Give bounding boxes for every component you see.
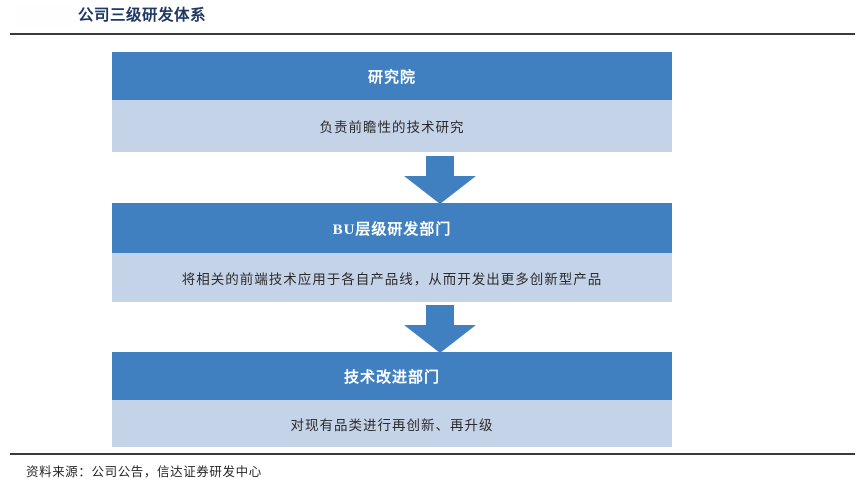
flow-level-1-description: 负责前瞻性的技术研究	[112, 100, 672, 152]
flow-level-3-description: 对现有品类进行再创新、再升级	[112, 400, 672, 447]
down-arrow-icon	[404, 156, 476, 204]
page-title: 公司三级研发体系	[78, 7, 207, 24]
flow-level-2-description: 将相关的前端技术应用于各自产品线，从而开发出更多创新型产品	[112, 253, 672, 302]
source-note: 资料来源：公司公告，信达证券研发中心	[26, 465, 262, 479]
flow-level-3-title: 技术改进部门	[112, 352, 672, 400]
footer-divider	[10, 453, 855, 455]
header-area: 公司三级研发体系	[0, 0, 864, 36]
company-logo-watermark-icon	[14, 6, 72, 26]
flow-level-1-title: 研究院	[112, 52, 672, 100]
flow-level-2-title: BU层级研发部门	[112, 203, 672, 253]
flow-level-1: 研究院 负责前瞻性的技术研究	[112, 52, 672, 152]
footer-area: 资料来源：公司公告，信达证券研发中心	[0, 450, 864, 487]
flow-level-3: 技术改进部门 对现有品类进行再创新、再升级	[112, 352, 672, 447]
down-arrow-icon	[404, 305, 476, 353]
flow-diagram: 研究院 负责前瞻性的技术研究 BU层级研发部门 将相关的前端技术应用于各自产品线…	[0, 36, 864, 450]
flow-level-2: BU层级研发部门 将相关的前端技术应用于各自产品线，从而开发出更多创新型产品	[112, 203, 672, 302]
header-divider	[10, 33, 855, 35]
